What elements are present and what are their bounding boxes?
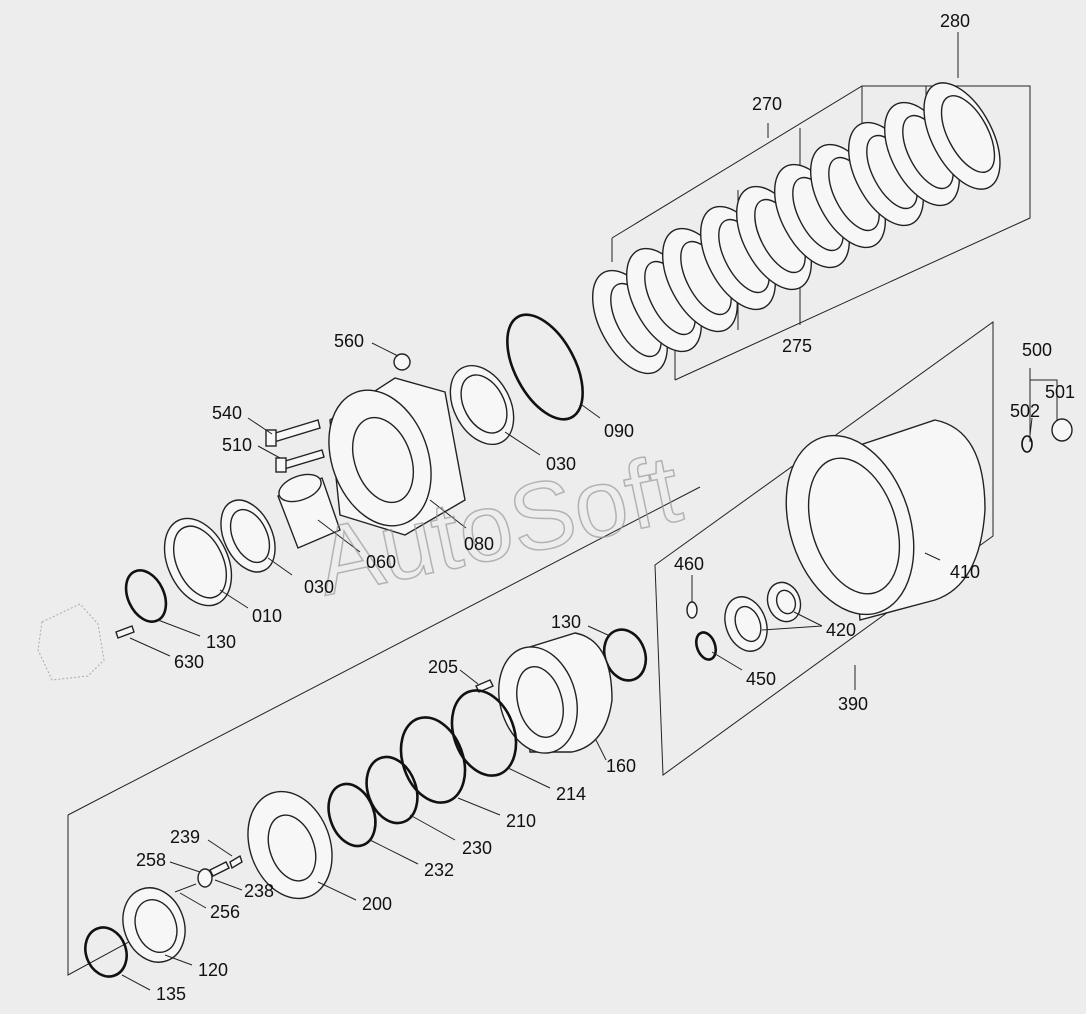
label-030-upper: 030	[546, 454, 576, 474]
label-460: 460	[674, 554, 704, 574]
label-258: 258	[136, 850, 166, 870]
label-410: 410	[950, 562, 980, 582]
ring-502	[1021, 435, 1033, 453]
label-130-right: 130	[551, 612, 581, 632]
washer-460	[686, 601, 698, 619]
spacer-060	[277, 473, 341, 549]
leader-lines	[121, 342, 1033, 991]
ball-258	[197, 868, 213, 888]
o-ring-130-left	[124, 569, 168, 623]
part-labels: 280 270 275 560 540 510 090 030 030 080 …	[136, 11, 1075, 1004]
plug-501	[1051, 418, 1073, 442]
bearing-030-upper	[449, 364, 515, 446]
clutch-disc-10	[923, 82, 1001, 190]
bolt-540	[265, 419, 321, 447]
brake-drum-410	[785, 419, 986, 621]
label-256: 256	[210, 902, 240, 922]
gear-ring-120	[122, 887, 186, 963]
ghost-part-outline	[37, 603, 105, 681]
nut-560	[393, 353, 411, 371]
label-501: 501	[1045, 382, 1075, 402]
carrier-160	[498, 632, 613, 754]
label-239: 239	[170, 827, 200, 847]
gear-420-large	[724, 596, 768, 652]
label-030-lower: 030	[304, 577, 334, 597]
spring-239	[229, 854, 243, 870]
label-502: 502	[1010, 401, 1040, 421]
clutch-disc-stack	[591, 82, 1001, 375]
label-232: 232	[424, 860, 454, 880]
label-230: 230	[462, 838, 492, 858]
label-060: 060	[366, 552, 396, 572]
wheel-hub-080	[328, 377, 466, 536]
snap-ring-450	[694, 631, 718, 661]
o-ring-090	[506, 313, 584, 421]
label-205: 205	[428, 657, 458, 677]
o-ring-135	[84, 926, 128, 978]
bolt-510	[275, 449, 325, 473]
label-450: 450	[746, 669, 776, 689]
label-280: 280	[940, 11, 970, 31]
pin-256	[174, 883, 197, 893]
label-080: 080	[464, 534, 494, 554]
label-238: 238	[244, 881, 274, 901]
screw-630	[115, 625, 135, 639]
label-560: 560	[334, 331, 364, 351]
label-510: 510	[222, 435, 252, 455]
label-500: 500	[1022, 340, 1052, 360]
label-630: 630	[174, 652, 204, 672]
o-ring-210	[399, 716, 467, 804]
piston-200	[247, 790, 333, 900]
label-130-left: 130	[206, 632, 236, 652]
spring-238	[209, 861, 230, 877]
label-200: 200	[362, 894, 392, 914]
label-540: 540	[212, 403, 242, 423]
label-275: 275	[782, 336, 812, 356]
label-270: 270	[752, 94, 782, 114]
label-214: 214	[556, 784, 586, 804]
o-ring-232	[327, 782, 377, 848]
gear-420-small	[766, 581, 802, 623]
label-135: 135	[156, 984, 186, 1004]
label-390: 390	[838, 694, 868, 714]
label-120: 120	[198, 960, 228, 980]
label-420: 420	[826, 620, 856, 640]
label-010: 010	[252, 606, 282, 626]
o-ring-214	[450, 689, 518, 777]
bearing-030-lower	[220, 499, 276, 573]
label-210: 210	[506, 811, 536, 831]
seal-010	[163, 517, 233, 607]
label-160: 160	[606, 756, 636, 776]
label-090: 090	[604, 421, 634, 441]
